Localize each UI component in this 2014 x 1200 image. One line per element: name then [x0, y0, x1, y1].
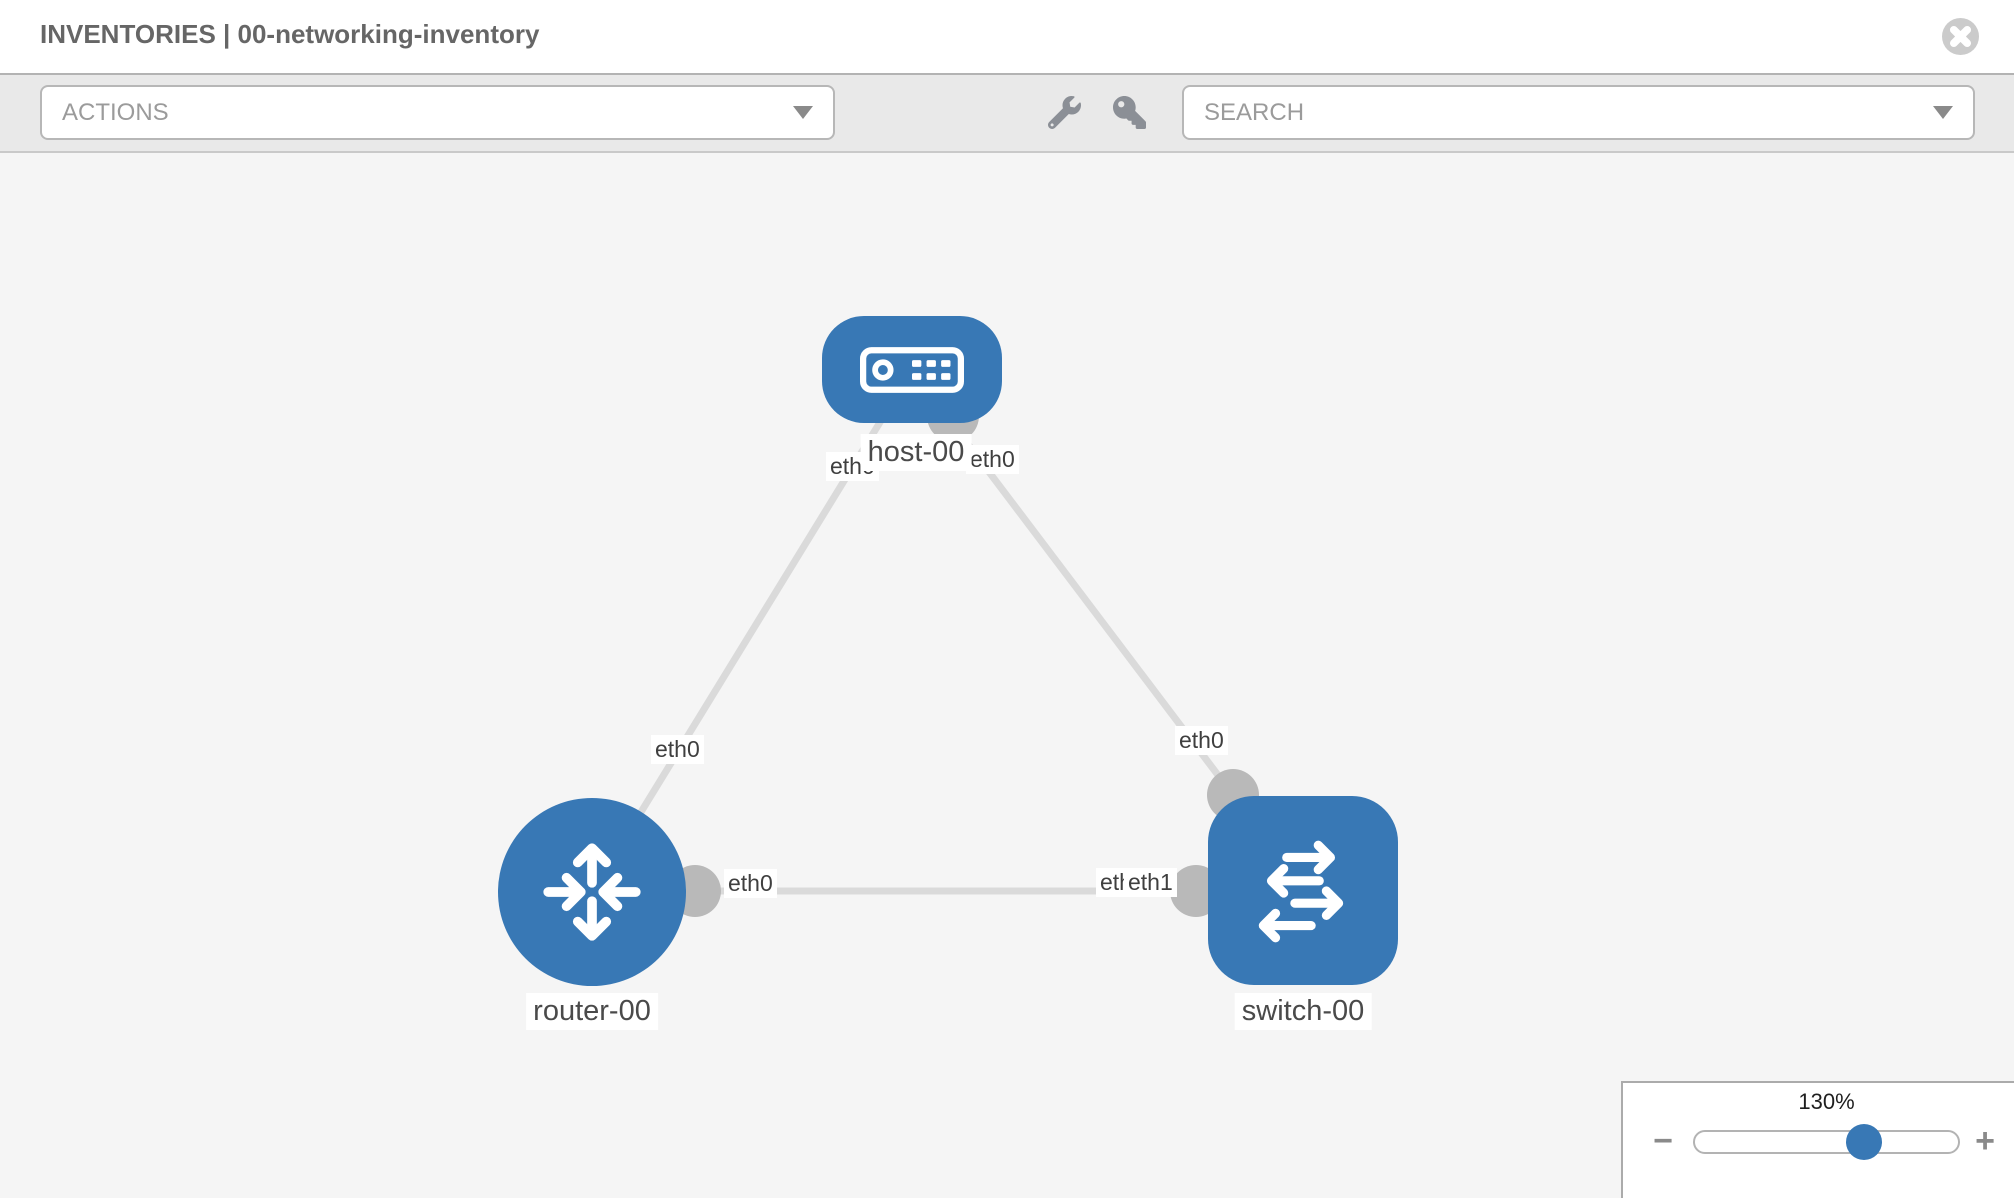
- interface-label: eth0: [724, 869, 777, 898]
- node-label-switch: switch-00: [1234, 993, 1372, 1030]
- page-title: INVENTORIES | 00-networking-inventory: [40, 19, 540, 49]
- close-icon: [1942, 18, 1979, 55]
- links-layer: [589, 367, 1303, 917]
- topology-canvas[interactable]: eth0 eth0 eth0 eth0 eth0 eth0 eth1 host-…: [0, 153, 2014, 1198]
- chevron-down-icon: [1933, 106, 1953, 119]
- interface-label: eth0: [1175, 726, 1228, 755]
- header: INVENTORIES | 00-networking-inventory: [0, 0, 2014, 73]
- zoom-level-value: 130%: [1798, 1089, 1855, 1114]
- search-placeholder: SEARCH: [1204, 98, 1305, 126]
- interface-label: eth0: [966, 445, 1019, 474]
- search-dropdown[interactable]: SEARCH: [1182, 85, 1975, 140]
- toolbar: ACTIONS SEARCH: [0, 73, 2014, 153]
- actions-dropdown[interactable]: ACTIONS: [40, 85, 835, 140]
- node-host-00[interactable]: [822, 316, 1002, 423]
- close-button[interactable]: [1942, 18, 1979, 55]
- zoom-control-panel: 130% − +: [1621, 1081, 2014, 1198]
- zoom-slider-track[interactable]: [1693, 1130, 1960, 1154]
- router-icon: [543, 843, 641, 941]
- switch-icon: [1258, 840, 1344, 942]
- key-icon[interactable]: [1113, 96, 1146, 129]
- interface-label: eth0: [651, 735, 704, 764]
- node-switch-00[interactable]: [1208, 796, 1398, 985]
- host-icon: [860, 346, 964, 393]
- wrench-icon[interactable]: [1048, 96, 1081, 129]
- interface-label: eth1: [1124, 868, 1177, 897]
- zoom-out-button[interactable]: −: [1653, 1122, 1673, 1160]
- actions-dropdown-label: ACTIONS: [62, 98, 169, 126]
- toolbar-tools: [1048, 96, 1146, 129]
- zoom-in-button[interactable]: +: [1975, 1122, 1995, 1160]
- node-router-00[interactable]: [498, 798, 686, 986]
- node-label-router: router-00: [526, 993, 658, 1030]
- zoom-slider-thumb[interactable]: [1846, 1124, 1882, 1160]
- node-label-host: host-00: [860, 434, 972, 471]
- chevron-down-icon: [793, 106, 813, 119]
